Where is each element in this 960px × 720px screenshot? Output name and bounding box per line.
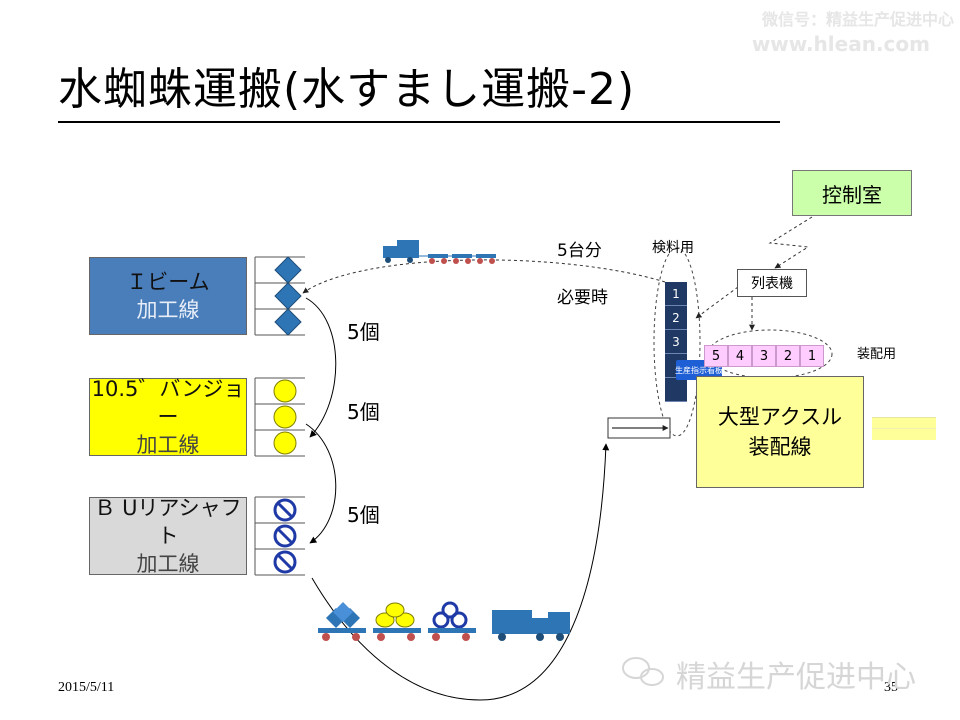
inspection-label: 検料用	[652, 237, 694, 257]
line-sub: 加工線	[137, 431, 200, 459]
wechat-logo-icon	[623, 658, 663, 685]
diamond-part-icon	[275, 257, 301, 335]
queue-slot: 3	[752, 345, 776, 367]
assembly-line-name: 大型アクスル	[718, 402, 842, 432]
cars-label: 5台分	[557, 236, 602, 261]
printer-box: 列表機	[737, 269, 807, 297]
prohibited-circle-part-icon	[275, 500, 295, 572]
return-route-dashed	[303, 260, 665, 293]
when-needed-label: 必要時	[557, 283, 608, 308]
circle-part-icon	[274, 380, 296, 454]
control-room-box: 控制室	[792, 170, 912, 216]
line-name: Ｂ Uリアシャフト	[90, 494, 246, 550]
queue-slot: 1	[800, 345, 824, 367]
line-name: Ｉビーム	[126, 268, 209, 296]
assembly-line-sub: 装配線	[749, 432, 812, 462]
brand-watermark: 精益生产促进中心	[676, 652, 916, 696]
kanban-stack: 1 2 3	[665, 282, 687, 402]
pickup-qty-label: 5個	[347, 316, 380, 345]
stack-slot	[665, 378, 687, 402]
stack-slot: 3	[665, 330, 687, 354]
axle-assembly-line: 大型アクスル 装配線	[696, 376, 864, 488]
line-sub: 加工線	[137, 296, 200, 324]
pickup-qty-label: 5個	[347, 499, 380, 528]
ibeam-processing-line: Ｉビーム 加工線	[89, 257, 247, 335]
shaft-part-slots	[255, 497, 305, 575]
line-name: 10.5゛バンジョー	[90, 375, 246, 431]
stack-slot: 2	[665, 306, 687, 330]
queue-slot: 5	[704, 345, 728, 367]
delivery-route	[312, 444, 606, 700]
conveyor-stripes	[872, 417, 936, 440]
slide-date: 2015/5/11	[58, 680, 114, 696]
truck-train-top-icon	[383, 240, 496, 264]
truck-train-bottom-icon	[318, 602, 570, 641]
queue-slot: 4	[728, 345, 752, 367]
rear-shaft-processing-line: Ｂ Uリアシャフト 加工線	[89, 497, 247, 575]
printer-to-stack-arrow	[696, 287, 738, 318]
stack-slot: 1	[665, 282, 687, 306]
assembly-queue: 5 4 3 2 1	[704, 345, 824, 367]
assembly-label: 装配用	[857, 343, 896, 362]
pickup-arrow-2	[306, 424, 336, 543]
control-to-printer-arrow	[770, 217, 812, 268]
line-sub: 加工線	[137, 550, 200, 578]
pickup-qty-label: 5個	[347, 396, 380, 425]
queue-slot: 2	[776, 345, 800, 367]
pickup-arrow-1	[306, 298, 336, 437]
banjo-processing-line: 10.5゛バンジョー 加工線	[89, 378, 247, 456]
